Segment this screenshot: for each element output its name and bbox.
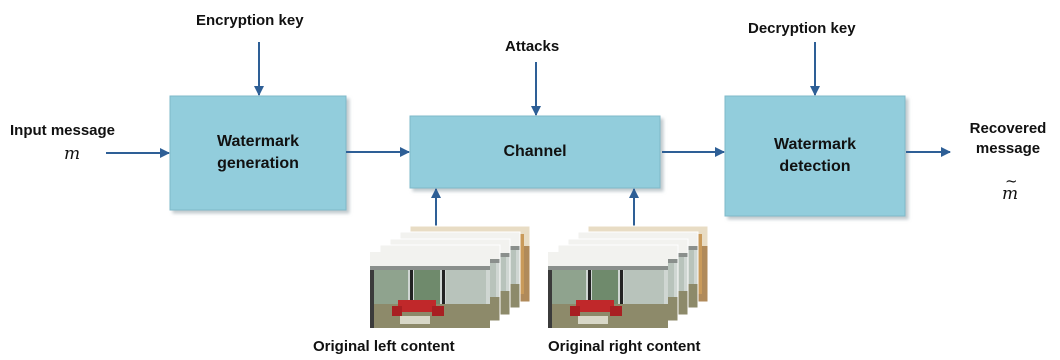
watermark-detection-label: Watermark detection [725,96,905,216]
input-message-label: Input message [10,122,116,139]
attacks-label: Attacks [505,38,560,55]
generation-line1: Watermark [216,133,300,150]
recovered-accent: ~ [1005,172,1018,190]
watermark-generation-block [169,95,347,211]
channel-text: Channel [503,143,567,160]
recovered-message-symbol: m [1002,184,1019,204]
watermark-generation-label: Watermark generation [170,96,346,210]
recovered-line2: message [975,140,1041,157]
decryption-key-label: Decryption key [748,20,856,37]
recovered-line1: Recovered [969,120,1047,137]
recovered-message-label: Recovered message [958,120,1058,157]
encryption-key-label: Encryption key [196,12,304,29]
left-content-image-stack [370,225,531,328]
channel-block [409,115,661,189]
detection-line1: Watermark [773,136,857,153]
generation-line2: generation [217,155,299,172]
left-content-label: Original left content [313,338,455,355]
right-content-label: Original right content [548,338,701,355]
right-content-image-stack [548,225,709,328]
input-message-symbol: m [64,144,81,164]
channel-label: Channel [410,116,660,188]
watermark-detection-block [724,95,906,217]
detection-line2: detection [779,158,851,175]
